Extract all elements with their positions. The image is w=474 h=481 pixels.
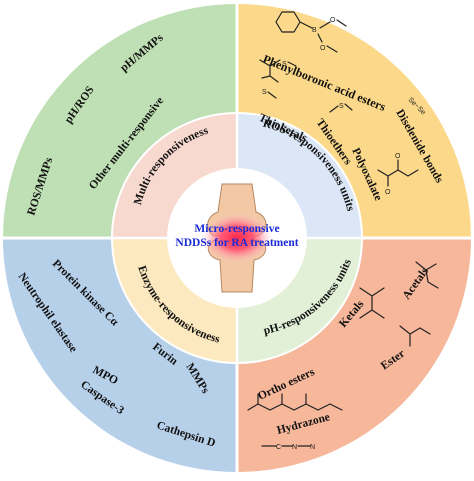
svg-text:O: O [385, 189, 391, 196]
phenylboronic-structure: B O O [275, 11, 347, 53]
thioether-structure: S [329, 103, 353, 113]
acetal-structure [415, 261, 439, 289]
svg-text:O: O [330, 17, 336, 24]
svg-text:O: O [320, 45, 326, 52]
polyoxalate-structure: O O [377, 153, 419, 196]
svg-text:S: S [339, 103, 344, 110]
svg-text:N: N [292, 444, 297, 451]
svg-text:B: B [312, 27, 317, 34]
svg-text:S: S [282, 61, 287, 68]
center-title-line2: NDDSs for RA treatment [175, 237, 298, 249]
ester-structure [399, 325, 431, 347]
thioketal-structure: S S [259, 59, 297, 99]
ketal-structure [359, 287, 385, 319]
svg-text:S: S [262, 89, 267, 96]
hydrazone-structure: C N N [261, 444, 315, 451]
svg-text:O: O [395, 153, 401, 160]
center-title-line1: Micro-responsive [194, 223, 279, 235]
svg-text:C: C [276, 444, 281, 451]
ortho-ester-structure [247, 393, 343, 411]
svg-text:N: N [310, 444, 315, 451]
knee-joint-illustration [201, 183, 273, 293]
